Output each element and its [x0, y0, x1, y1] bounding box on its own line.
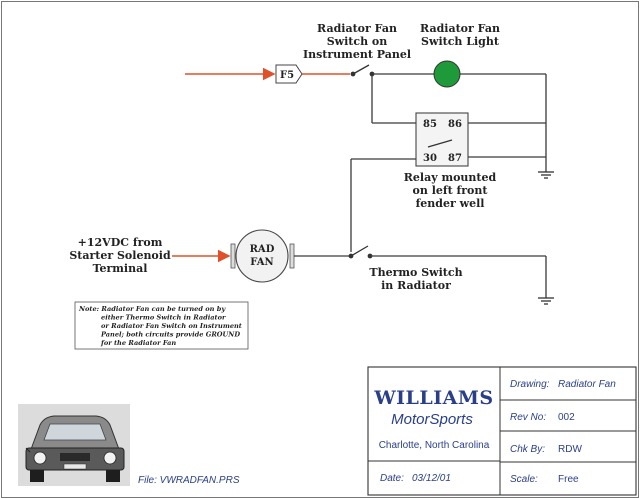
title-block: WILLIAMS MotorSports Charlotte, North Ca… — [367, 366, 637, 496]
date-label: Date: — [380, 473, 404, 484]
svg-text:fender well: fender well — [416, 197, 485, 210]
svg-text:+12VDC from: +12VDC from — [78, 236, 163, 249]
scale-label: Scale: — [510, 474, 538, 485]
thermo-switch — [348, 245, 373, 259]
fuse-f5: F5 — [275, 64, 303, 84]
label-fan-switch-light: Radiator Fan Switch Light — [420, 22, 500, 48]
fan-switch-light — [433, 60, 461, 88]
relay-pin-87: 87 — [448, 153, 462, 164]
relay-pin-86: 86 — [448, 119, 462, 130]
company-name: WILLIAMS — [373, 387, 493, 409]
svg-text:in Radiator: in Radiator — [381, 279, 451, 292]
radiator-fan-motor: RAD FAN — [230, 229, 295, 283]
svg-text:Starter Solenoid: Starter Solenoid — [69, 249, 171, 262]
note-line-2: either Thermo Switch in Radiator — [101, 314, 226, 322]
panel-fan-switch — [350, 64, 375, 77]
ground-symbol-bottom — [538, 297, 554, 305]
svg-text:Radiator Fan: Radiator Fan — [317, 22, 397, 35]
date-value: 03/12/01 — [412, 473, 451, 484]
drawing-value: Radiator Fan — [558, 379, 616, 390]
label-thermo-switch: Thermo Switch in Radiator — [369, 266, 462, 292]
note-line-5: for the Radiator Fan — [100, 339, 176, 347]
svg-text:Switch on: Switch on — [327, 35, 388, 48]
label-fan-switch-panel: Radiator Fan Switch on Instrument Panel — [303, 22, 411, 61]
fan-label-fan: FAN — [250, 257, 273, 268]
drawing-label: Drawing: — [510, 379, 550, 390]
label-power-source: +12VDC from Starter Solenoid Terminal — [69, 236, 171, 275]
rev-label: Rev No: — [510, 412, 546, 423]
svg-text:Thermo Switch: Thermo Switch — [369, 266, 462, 279]
relay: 85 86 30 87 — [415, 112, 469, 167]
file-label: File: VWRADFAN.PRS — [138, 475, 240, 486]
fuse-label: F5 — [280, 70, 294, 81]
svg-text:Terminal: Terminal — [93, 262, 148, 275]
company-location: Charlotte, North Carolina — [379, 440, 490, 451]
chk-label: Chk By: — [510, 444, 545, 455]
ground-symbol-top — [538, 171, 554, 179]
svg-text:Radiator Fan: Radiator Fan — [420, 22, 500, 35]
relay-pin-30: 30 — [423, 153, 437, 164]
svg-text:Relay mounted: Relay mounted — [404, 171, 497, 184]
relay-pin-85: 85 — [423, 119, 437, 130]
svg-text:Switch Light: Switch Light — [421, 35, 500, 48]
note-line-3: or Radiator Fan Switch on Instrument — [101, 322, 242, 330]
svg-text:Instrument Panel: Instrument Panel — [303, 48, 411, 61]
scale-value: Free — [558, 474, 579, 485]
svg-text:on left front: on left front — [413, 184, 489, 197]
note-line-1: Note: Radiator Fan can be turned on by — [78, 305, 226, 313]
car-photo — [18, 404, 130, 486]
company-division: MotorSports — [391, 411, 473, 428]
note-box: Note: Radiator Fan can be turned on by e… — [74, 301, 249, 350]
chk-value: RDW — [558, 444, 582, 455]
rev-value: 002 — [558, 412, 575, 423]
relay-contact — [427, 139, 453, 148]
note-line-4: Panel; both circuits provide GROUND — [100, 331, 240, 339]
label-relay-location: Relay mounted on left front fender well — [404, 171, 497, 210]
fan-label-rad: RAD — [250, 244, 275, 255]
